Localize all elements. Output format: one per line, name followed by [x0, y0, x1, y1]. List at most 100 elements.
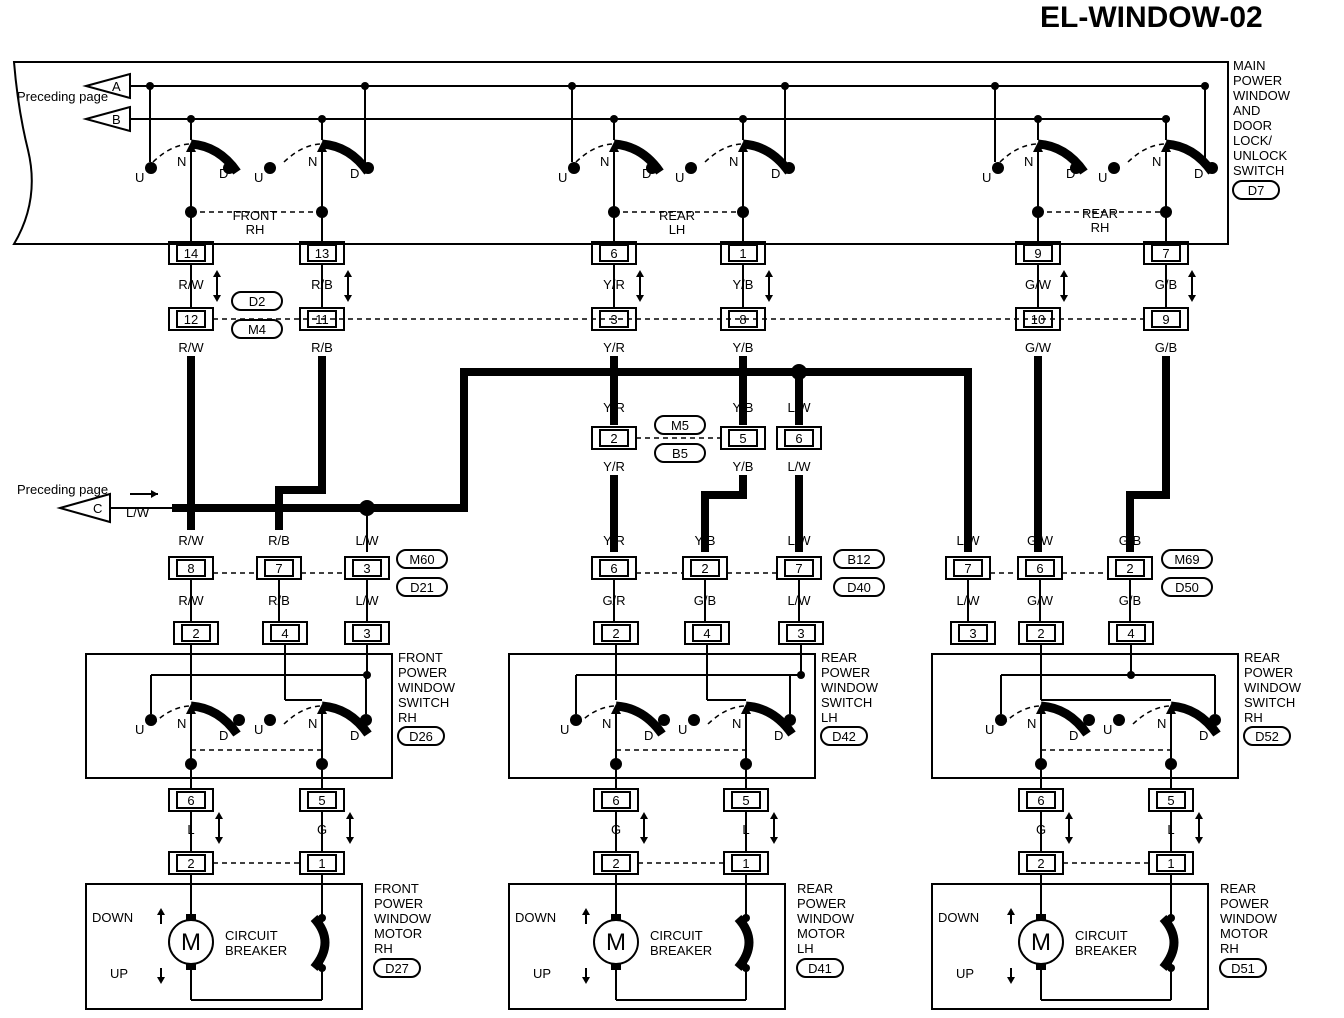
- svg-text:UNLOCK: UNLOCK: [1233, 148, 1288, 163]
- motor-name: REAR: [1220, 881, 1256, 896]
- wire-color: L/W: [787, 400, 811, 415]
- sub-switch-box: [508, 653, 816, 779]
- junction-dot: [742, 964, 750, 972]
- circuit-breaker-symbol: [310, 914, 330, 971]
- pin-number: 4: [703, 626, 710, 641]
- connector-pin-inner: [176, 854, 206, 872]
- motor-brush: [611, 914, 621, 921]
- connector-pin-inner: [176, 791, 206, 809]
- wire-color: Y/B: [733, 340, 754, 355]
- junction-dot: [1162, 115, 1170, 123]
- arrow-head: [770, 837, 778, 844]
- wire-color: G/B: [1155, 340, 1177, 355]
- svg-text:RH: RH: [246, 222, 265, 237]
- switch-label-u: U: [135, 722, 144, 737]
- page-title: EL-WINDOW-02: [1040, 1, 1263, 34]
- motor-name: POWER: [374, 896, 423, 911]
- connector-pin-inner: [599, 244, 629, 262]
- pin-number: 4: [281, 626, 288, 641]
- junction-dot: [187, 115, 195, 123]
- arrow-head: [582, 908, 590, 915]
- junction-dot: [318, 914, 326, 922]
- arrow-head: [1065, 837, 1073, 844]
- breaker-label: BREAKER: [650, 943, 712, 958]
- connector-pin-inner: [601, 854, 631, 872]
- pin-number: 1: [739, 246, 746, 261]
- switch-label-d: D: [350, 728, 359, 743]
- junction-dot: [685, 162, 697, 174]
- junction-dot: [739, 115, 747, 123]
- arrow-head: [1007, 977, 1015, 984]
- sub-switch-name: POWER: [821, 665, 870, 680]
- connector-pin-inner: [1026, 791, 1056, 809]
- svg-text:B5: B5: [672, 446, 688, 461]
- switch-label-d: D: [1066, 166, 1075, 181]
- svg-text:SWITCH: SWITCH: [1233, 163, 1284, 178]
- switch-label-u: U: [985, 722, 994, 737]
- junction-dot: [783, 162, 795, 174]
- wire-color: R/B: [268, 533, 290, 548]
- sub-switch-name: SWITCH: [398, 695, 449, 710]
- svg-text:LOCK/: LOCK/: [1233, 133, 1272, 148]
- svg-text:A: A: [112, 79, 121, 94]
- wire-color: G: [1036, 822, 1046, 837]
- connector-pin-inner: [352, 559, 382, 577]
- joint1-code-d2: D2: [231, 291, 283, 311]
- sub-switch-name: SWITCH: [821, 695, 872, 710]
- wire-color: L/W: [787, 533, 811, 548]
- motor-name: MOTOR: [797, 926, 845, 941]
- connector-pin-inner: [1116, 624, 1146, 642]
- sub-switch-name: REAR: [821, 650, 857, 665]
- switch-label-u: U: [675, 170, 684, 185]
- arrow-head: [346, 812, 354, 819]
- motor-box: [85, 883, 363, 1010]
- connector-pin-inner: [784, 559, 814, 577]
- connector-c: C: [56, 492, 111, 524]
- switch-arrow: [741, 704, 751, 714]
- pin-number: 1: [742, 856, 749, 871]
- joint2-pin: [776, 426, 822, 450]
- connector-pin-inner: [728, 429, 758, 447]
- wire-color: G: [317, 822, 327, 837]
- junction-dot: [568, 162, 580, 174]
- junction-dot: [992, 162, 1004, 174]
- main-switch-box: [12, 61, 1229, 245]
- arrow-head: [157, 908, 165, 915]
- switch-contact: [615, 701, 666, 737]
- sub-switch-code: [397, 726, 445, 746]
- arrow-head: [1060, 270, 1068, 277]
- connector-pin-inner: [1026, 854, 1056, 872]
- pin-number: 4: [1127, 626, 1134, 641]
- connector-pin-inner: [307, 791, 337, 809]
- junction-dot: [361, 82, 369, 90]
- breaker-label: BREAKER: [1075, 943, 1137, 958]
- wire-color: Y/R: [603, 459, 625, 474]
- connector-pin-inner: [731, 854, 761, 872]
- wire-color: L/W: [787, 459, 811, 474]
- switch-contact: [321, 139, 372, 175]
- connector-pin-inner: [953, 559, 983, 577]
- sub-switch-code: [820, 726, 868, 746]
- junction-dot: [1209, 714, 1221, 726]
- pin-number: 6: [612, 793, 619, 808]
- connector-code-label: M60: [409, 552, 434, 567]
- connector-pin-inner: [690, 559, 720, 577]
- svg-text:MAIN: MAIN: [1233, 58, 1266, 73]
- switch-label-n: N: [1027, 716, 1036, 731]
- sub-switch-box: [85, 653, 393, 779]
- sub-switch-name: LH: [821, 710, 838, 725]
- switch-arrow: [186, 142, 196, 152]
- connector-pin-inner: [1156, 854, 1186, 872]
- arrow-head: [1188, 270, 1196, 277]
- junction-dot: [363, 671, 371, 679]
- switch-label-n: N: [1152, 154, 1161, 169]
- wire-color: L: [742, 822, 749, 837]
- wire-color: Y/B: [733, 400, 754, 415]
- svg-text:FRONT: FRONT: [233, 208, 278, 223]
- connector-pin-inner: [307, 244, 337, 262]
- junction-dot: [784, 714, 796, 726]
- sub-switch-name: FRONT: [398, 650, 443, 665]
- arrow-head: [1065, 812, 1073, 819]
- switch-contact: [321, 701, 372, 737]
- junction-dot: [223, 162, 235, 174]
